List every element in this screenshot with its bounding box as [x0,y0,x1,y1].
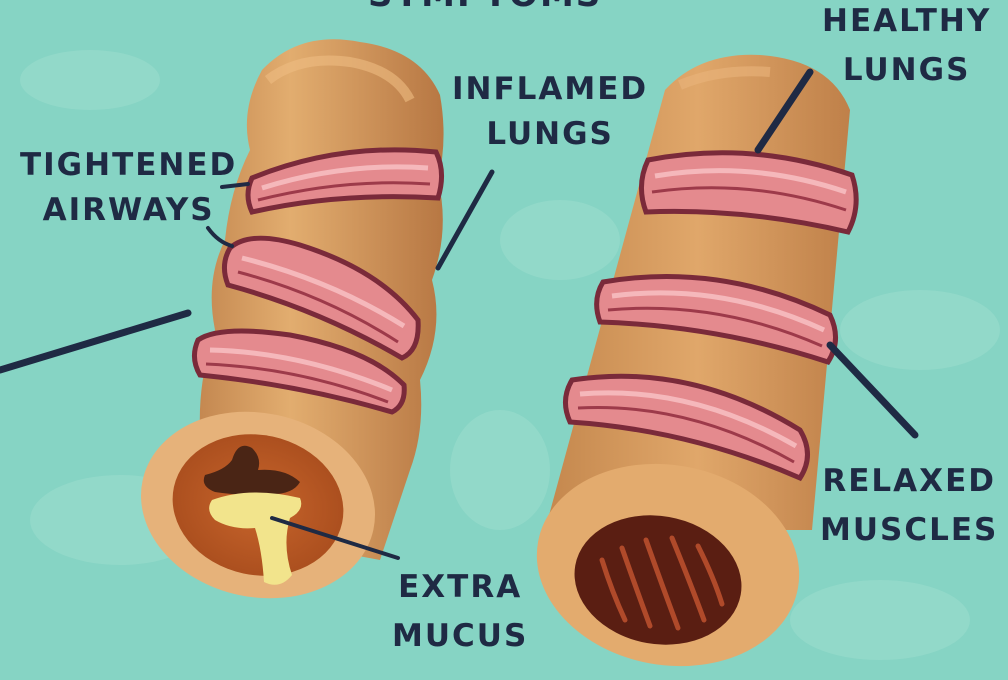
mucus-line-2: MUCUS [392,621,528,652]
tightened-line-1: TIGHTENED [20,150,237,181]
healthy-lungs-label: HEALTHY LUNGS [822,6,991,86]
extra-mucus-label: EXTRA MUCUS [392,572,528,652]
top-title-cut: SYMPTOMS [368,0,602,12]
inflamed-pointer [438,172,492,268]
healthy-line-1: HEALTHY [822,6,991,37]
relaxed-line-2: MUSCLES [820,515,998,546]
tightened-line-2: AIRWAYS [20,195,237,226]
inflamed-lungs-label: INFLAMED LUNGS [452,74,648,150]
relaxed-muscles-label: RELAXED MUSCLES [820,466,998,546]
relaxed-line-1: RELAXED [820,466,998,497]
inflamed-airway [123,39,443,619]
tightened-airways-label: TIGHTENED AIRWAYS [20,150,237,226]
mucus-line-1: EXTRA [392,572,528,603]
inflamed-line-1: INFLAMED [452,74,648,105]
left-pointer [0,313,188,370]
top-title-text: SYMPTOMS [368,0,602,15]
inflamed-line-2: LUNGS [452,119,648,150]
healthy-line-2: LUNGS [822,55,991,86]
